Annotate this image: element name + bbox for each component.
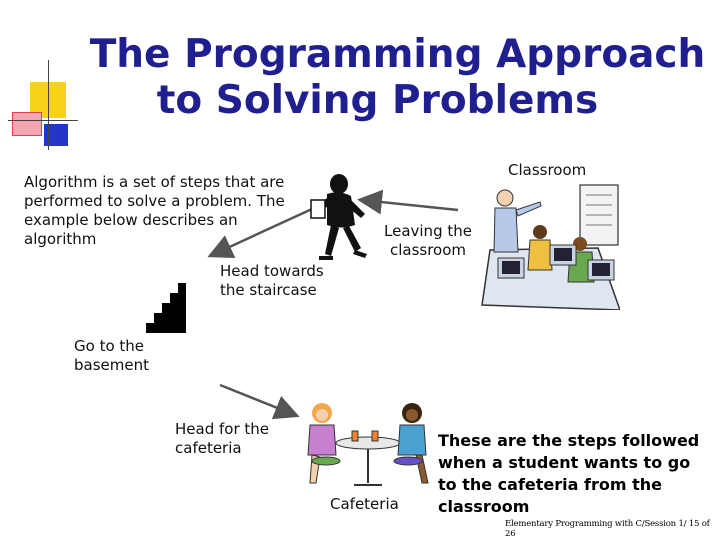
staircase-icon <box>146 283 186 333</box>
intro-line-2: performed to solve a problem. The <box>24 192 285 210</box>
arrow-classroom-to-walker <box>357 189 459 215</box>
horizontal-rule <box>8 120 78 121</box>
leaving-line-2: classroom <box>389 241 467 259</box>
title-line-2: to Solving Problems <box>156 78 599 123</box>
footer-text: Elementary Programming with C/Session 1/… <box>505 519 710 539</box>
summary-text: These are the steps followed when a stud… <box>438 430 713 518</box>
walking-student-icon <box>310 174 367 260</box>
arrow-walker-to-staircase <box>207 207 313 258</box>
staircase-label: Head towards the staircase <box>220 262 324 300</box>
basement-line-2: basement <box>74 356 149 374</box>
intro-text: Algorithm is a set of steps that are per… <box>24 173 314 249</box>
arrow-basement-to-cafeteria <box>219 383 300 420</box>
summary-line-4: classroom <box>438 497 530 516</box>
slide-title: The Programming Approach to Solving Prob… <box>75 32 720 124</box>
cafeteria-label: Cafeteria <box>330 495 399 513</box>
basement-label: Go to the basement <box>74 337 149 375</box>
vertical-rule <box>48 60 49 150</box>
intro-line-3: example below describes an <box>24 211 238 229</box>
classroom-label: Classroom <box>508 161 587 179</box>
summary-line-3: to the cafeteria from the <box>438 475 662 494</box>
staircase-line-2: the staircase <box>220 281 317 299</box>
cafeteria-head-label: Head for the cafeteria <box>175 420 269 458</box>
cafeteria-head-line-2: cafeteria <box>175 439 242 457</box>
title-line-1: The Programming Approach <box>89 32 706 77</box>
cafeteria-icon <box>307 403 429 486</box>
leaving-line-1: Leaving the <box>384 222 472 240</box>
staircase-line-1: Head towards <box>220 262 324 280</box>
red-square <box>12 112 42 136</box>
summary-line-1: These are the steps followed <box>438 431 700 450</box>
cafeteria-head-line-1: Head for the <box>175 420 269 438</box>
basement-line-1: Go to the <box>74 337 145 355</box>
blue-square <box>44 124 68 146</box>
classroom-icon <box>481 184 620 310</box>
summary-line-2: when a student wants to go <box>438 453 691 472</box>
intro-line-1: Algorithm is a set of steps that are <box>24 173 285 191</box>
leaving-classroom-label: Leaving the classroom <box>384 222 472 260</box>
corner-decoration <box>8 60 78 150</box>
intro-line-4: algorithm <box>24 230 97 248</box>
